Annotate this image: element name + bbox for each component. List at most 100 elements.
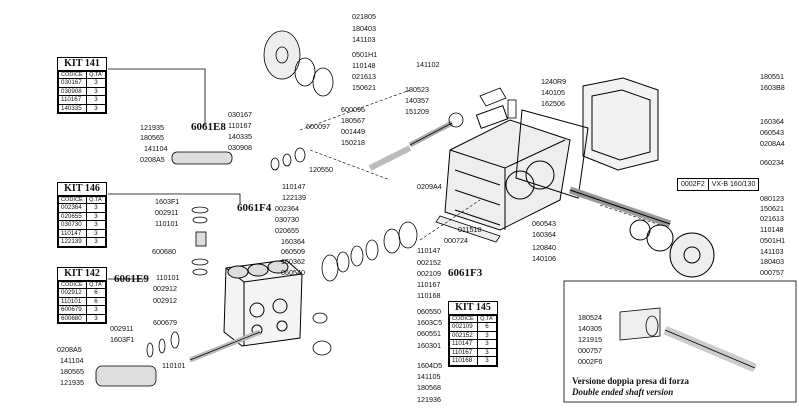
part-label: 160364 — [532, 230, 556, 239]
kit-code: 002152 — [449, 330, 478, 340]
part-label: 110101 — [162, 361, 186, 370]
part-label: 600096 — [341, 105, 365, 114]
kit-qty: 6 — [86, 288, 106, 298]
part-label: 002911 — [155, 208, 179, 217]
kit-qty: 3 — [86, 86, 106, 96]
part-label: 600679 — [153, 318, 177, 327]
gasket — [435, 215, 501, 243]
part-label: 180567 — [341, 116, 365, 125]
part-label: 002152 — [417, 258, 441, 267]
part-label: 141104 — [144, 144, 168, 153]
part-label: 162506 — [541, 99, 565, 108]
kit-code: 110147 — [58, 228, 87, 238]
part-label: 0208A4 — [760, 139, 785, 148]
kit-code: 002364 — [58, 203, 87, 213]
kit-code: 110167 — [58, 95, 87, 105]
col-qty: Q.TA' — [86, 71, 106, 79]
part-label: 160364 — [281, 237, 305, 246]
kit-code: 600680 — [58, 313, 87, 323]
part-label: 140305 — [578, 324, 602, 333]
part-label: 141105 — [417, 372, 441, 381]
kit-qty: 3 — [477, 347, 497, 357]
kit-code: 002109 — [449, 322, 478, 332]
kit-qty: 3 — [86, 103, 106, 113]
part-label: 180523 — [405, 85, 429, 94]
col-code: CODICE — [58, 281, 87, 289]
valve-caps — [95, 151, 233, 387]
group-6061E9: 6061E9 — [114, 273, 149, 285]
col-qty: Q.TA' — [86, 196, 106, 204]
kit-title: KIT 145 — [449, 302, 497, 315]
part-label: 141103 — [760, 247, 784, 256]
part-label: 110101 — [156, 273, 180, 282]
part-label: 121936 — [417, 395, 441, 404]
part-label: 0208A5 — [140, 155, 165, 164]
part-label: 1240R9 — [541, 77, 567, 86]
part-label: 140335 — [228, 132, 252, 141]
part-label: 000757 — [760, 268, 784, 277]
connecting-rod — [368, 87, 517, 171]
part-label: 180403 — [352, 24, 376, 33]
double-shaft-art — [619, 307, 757, 373]
part-label: 150621 — [760, 204, 784, 213]
part-label: 140106 — [532, 254, 556, 263]
col-code: CODICE — [449, 315, 478, 323]
crankcase — [444, 104, 571, 231]
part-label: 150218 — [341, 138, 365, 147]
part-label: 160362 — [281, 257, 305, 266]
part-label: 001449 — [341, 127, 365, 136]
seal-rings — [146, 30, 418, 358]
part-label: 060551 — [417, 329, 441, 338]
kit-qty: 3 — [86, 203, 106, 213]
col-qty: Q.TA' — [477, 315, 497, 323]
part-label: 002109 — [417, 269, 441, 278]
part-label: 110167 — [417, 280, 441, 289]
part-label: 141104 — [60, 356, 84, 365]
part-label: 021613 — [760, 214, 784, 223]
kit-qty: 3 — [86, 95, 106, 105]
part-label: 0209A4 — [417, 182, 442, 191]
kit-code: 600679 — [58, 305, 87, 315]
kit-qty: 6 — [86, 296, 106, 306]
part-label: 000724 — [444, 236, 468, 245]
kit-code: 122139 — [58, 237, 87, 247]
part-label: 060509 — [281, 247, 305, 256]
part-label: 0208A5 — [57, 345, 82, 354]
part-label: 002364 — [275, 204, 299, 213]
kit-code: 110147 — [449, 339, 478, 349]
kit-code: 002912 — [58, 288, 87, 298]
kit-qty: 3 — [477, 339, 497, 349]
group-6061F4: 6061F4 — [237, 202, 272, 214]
part-label: 011510 — [458, 225, 482, 234]
part-label: 030908 — [228, 143, 252, 152]
part-label: 1603C5 — [417, 318, 443, 327]
col-qty: Q.TA' — [86, 281, 106, 289]
kit-code: 020655 — [58, 211, 87, 221]
kit-qty: 3 — [477, 356, 497, 366]
part-label: 0501H1 — [760, 236, 786, 245]
rear-cover — [515, 77, 659, 199]
part-label: 060234 — [760, 158, 784, 167]
kit-code: 030730 — [58, 220, 87, 230]
part-label: 002911 — [110, 324, 134, 333]
part-label: 120550 — [309, 165, 333, 174]
kit-code: 110167 — [449, 347, 478, 357]
kit-code: 030908 — [58, 86, 87, 96]
part-label: 110147 — [282, 182, 306, 191]
part-label: 180524 — [578, 313, 602, 322]
part-label: 021613 — [352, 72, 376, 81]
part-label: 122139 — [282, 193, 306, 202]
part-label: 002912 — [153, 284, 177, 293]
part-label: 600097 — [306, 122, 330, 131]
kit-code: 140335 — [58, 103, 87, 113]
part-label: 110148 — [760, 225, 784, 234]
kit-qty: 3 — [86, 220, 106, 230]
col-code: CODICE — [58, 196, 87, 204]
part-label: 600680 — [152, 247, 176, 256]
part-label: 180551 — [760, 72, 784, 81]
